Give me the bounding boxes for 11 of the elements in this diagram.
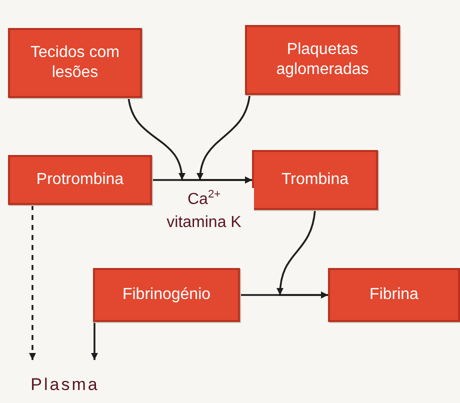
process-box: Fibrina [328, 268, 460, 322]
node-label: Plasma [20, 360, 110, 395]
process-box: Tecidos com lesões [8, 28, 142, 98]
arrow [240, 292, 328, 298]
arrow [196, 94, 252, 184]
arrow [28, 205, 36, 360]
process-box: Protrombina [8, 155, 152, 205]
process-box: Trombina [252, 150, 378, 210]
arrow [90, 322, 98, 360]
process-box: Fibrinogénio [93, 268, 240, 322]
process-box: Plaquetas aglomeradas [245, 25, 400, 95]
